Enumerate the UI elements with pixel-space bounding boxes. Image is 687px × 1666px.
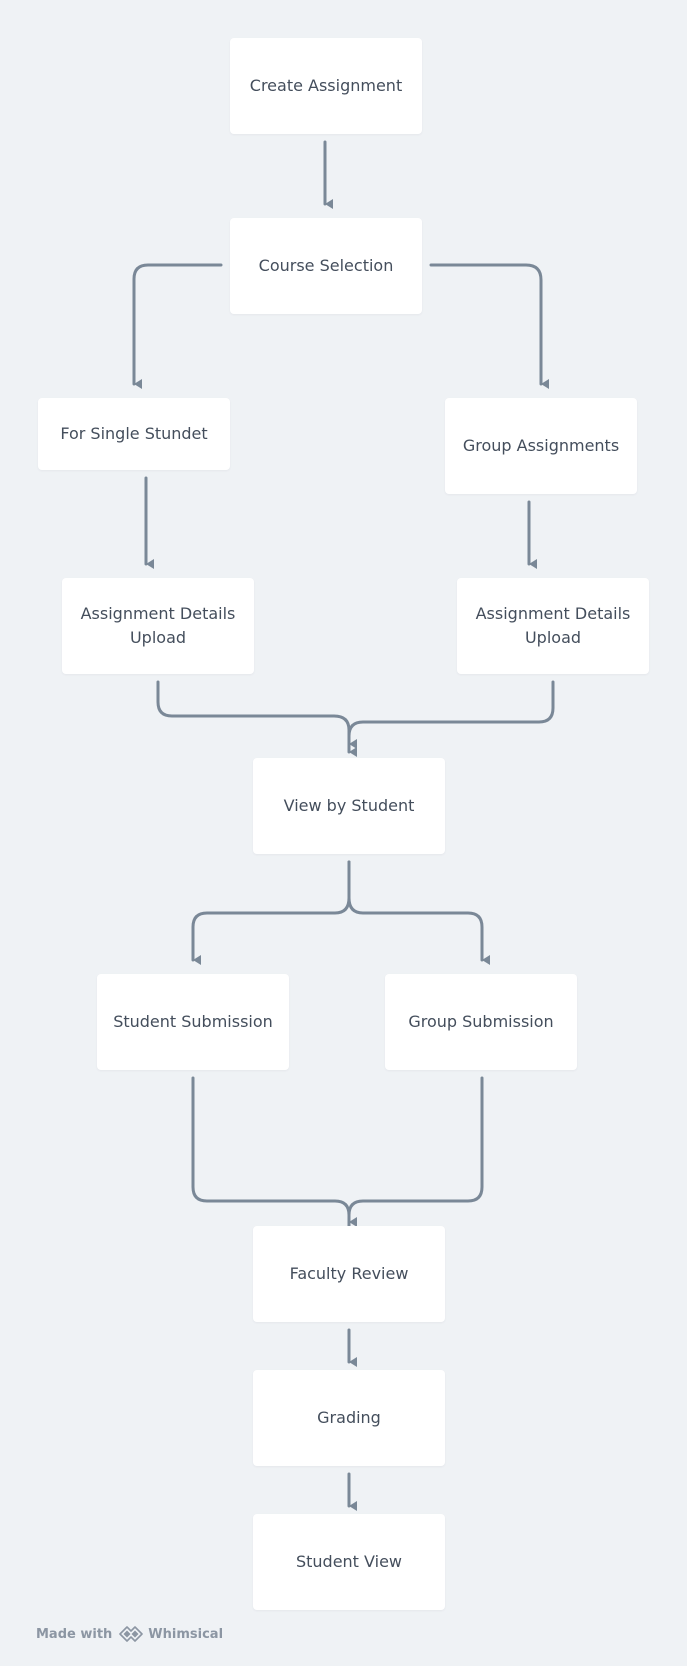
- node-view-by-student-label: View by Student: [283, 796, 415, 815]
- node-for-single-student-label: For Single Stundet: [60, 424, 208, 443]
- edge-view-to-student-sub: [191, 860, 351, 965]
- whimsical-brand-text: Whimsical: [148, 1626, 224, 1642]
- node-create-assignment-label: Create Assignment: [249, 76, 403, 95]
- whimsical-logo-icon: [118, 1626, 144, 1642]
- edge-course-to-single: [132, 263, 223, 389]
- node-group-submission-label: Group Submission: [408, 1012, 554, 1031]
- node-details-upload-single-label: Assignment Details Upload: [80, 604, 236, 647]
- edge-view-to-group-sub: [347, 860, 490, 965]
- node-grading[interactable]: Grading: [253, 1370, 445, 1466]
- made-with-footer[interactable]: Made with Whimsical: [36, 1626, 223, 1642]
- node-group-assignments-label: Group Assignments: [462, 436, 620, 455]
- node-faculty-review[interactable]: Faculty Review: [253, 1226, 445, 1322]
- node-group-submission[interactable]: Group Submission: [385, 974, 577, 1070]
- edge-details-group-to-view: [347, 680, 555, 757]
- node-course-selection[interactable]: Course Selection: [230, 218, 422, 314]
- node-group-assignments[interactable]: Group Assignments: [445, 398, 637, 494]
- edge-student-sub-to-review: [191, 1076, 357, 1227]
- node-student-submission-label: Student Submission: [113, 1012, 273, 1031]
- made-with-text: Made with: [36, 1626, 113, 1642]
- node-student-submission[interactable]: Student Submission: [97, 974, 289, 1070]
- node-details-upload-group-label: Assignment Details Upload: [475, 604, 631, 647]
- node-student-view[interactable]: Student View: [253, 1514, 445, 1610]
- edge-details-single-to-view: [156, 680, 357, 749]
- node-details-upload-single[interactable]: Assignment Details Upload: [62, 578, 254, 674]
- node-view-by-student[interactable]: View by Student: [253, 758, 445, 854]
- edge-group-sub-to-review: [347, 1076, 484, 1235]
- node-course-selection-label: Course Selection: [258, 256, 394, 275]
- edge-course-to-group: [429, 263, 549, 389]
- node-create-assignment[interactable]: Create Assignment: [230, 38, 422, 134]
- node-faculty-review-label: Faculty Review: [289, 1264, 409, 1283]
- node-details-upload-group[interactable]: Assignment Details Upload: [457, 578, 649, 674]
- node-grading-label: Grading: [317, 1408, 381, 1427]
- node-for-single-student[interactable]: For Single Stundet: [38, 398, 230, 470]
- node-student-view-label: Student View: [295, 1552, 403, 1571]
